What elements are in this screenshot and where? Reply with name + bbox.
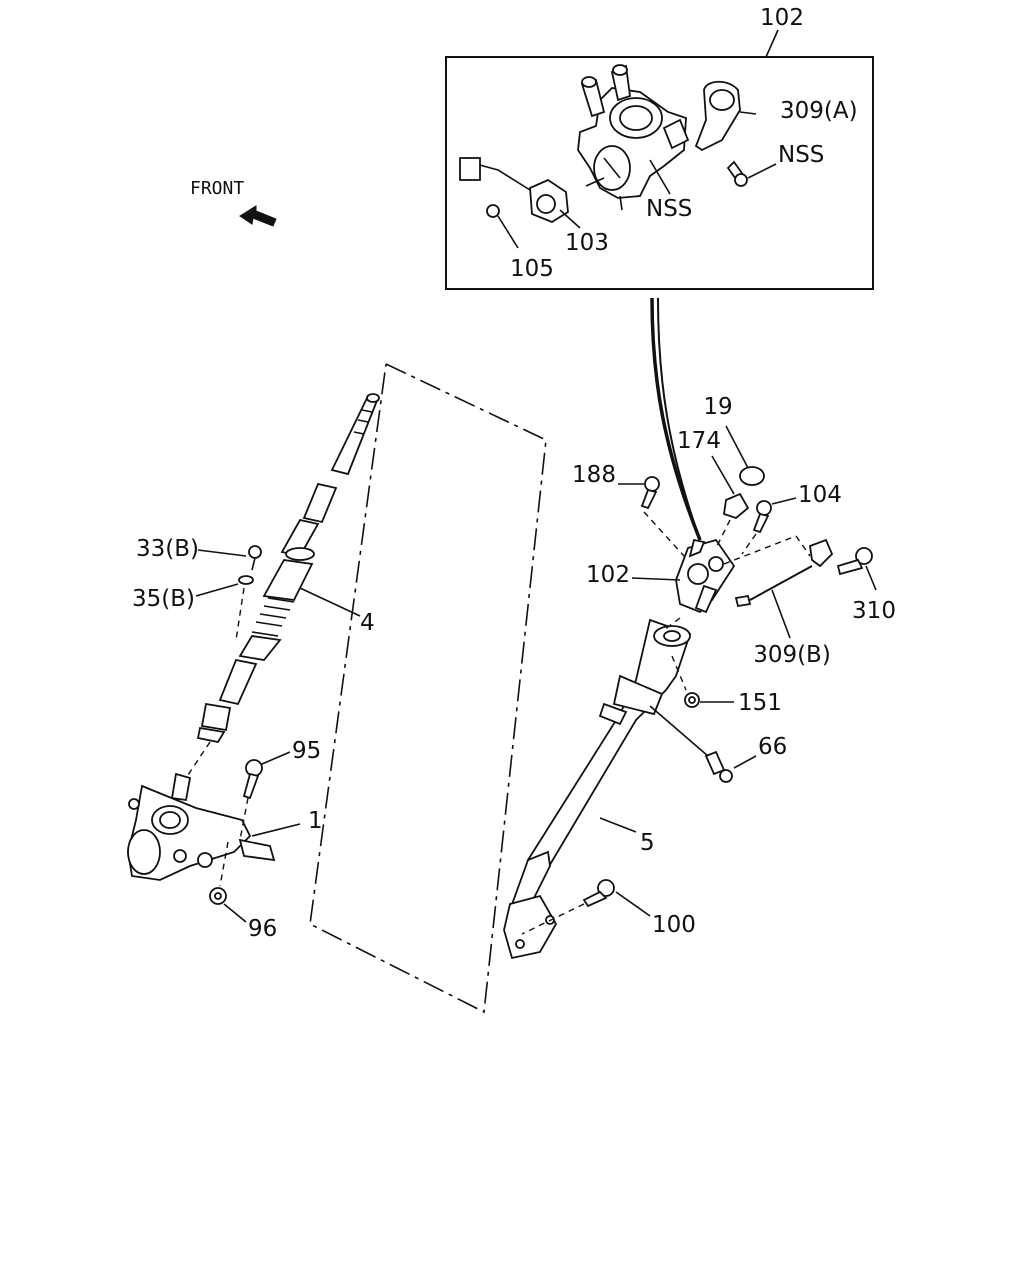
front-indicator: FRONT <box>190 178 277 227</box>
bolt-part-100 <box>521 879 651 935</box>
callout-104: 104 <box>798 482 842 508</box>
intermediate-shaft-part-4 <box>196 393 380 744</box>
nut-part-174 <box>711 455 750 549</box>
front-arrow-icon <box>239 205 277 227</box>
cable-part-309b <box>723 535 834 639</box>
lock-housing-part <box>577 64 690 211</box>
callout-35b: 35(B) <box>132 586 195 612</box>
screw-nss-part <box>726 160 777 187</box>
callout-310: 310 <box>852 598 896 624</box>
callout-309a: 309(A) <box>780 98 858 124</box>
callout-105: 105 <box>510 256 554 282</box>
pin-part-310 <box>836 547 877 591</box>
bracket-part-102 <box>631 538 736 631</box>
callout-188: 188 <box>572 462 616 488</box>
callout-309b: 309(B) <box>753 642 831 668</box>
bolt-part-66 <box>649 705 757 783</box>
nut-part-151 <box>671 655 734 708</box>
screw-part-105 <box>486 204 519 249</box>
connection-frame <box>309 363 547 1014</box>
washer-part-35b <box>195 575 254 641</box>
bolt-part-104 <box>741 497 797 555</box>
callout-33b: 33(B) <box>136 536 199 562</box>
gear-box-part-1 <box>127 741 301 881</box>
callout-19: 19 <box>703 394 732 420</box>
callout-103: 103 <box>565 230 609 256</box>
front-label: FRONT <box>190 178 244 199</box>
callout-96: 96 <box>248 916 277 942</box>
bolt-part-95 <box>239 751 291 841</box>
callout-66: 66 <box>758 734 787 760</box>
callout-102-bracket: 102 <box>586 562 630 588</box>
callout-1: 1 <box>308 808 323 834</box>
callout-100: 100 <box>652 912 696 938</box>
switch-part-103 <box>459 157 581 229</box>
callout-nss-screw: NSS <box>778 142 824 168</box>
callout-151: 151 <box>738 690 782 716</box>
bolt-part-33b <box>197 545 262 571</box>
callout-nss-housing: NSS <box>646 196 692 222</box>
nut-part-96 <box>209 841 247 923</box>
inset-pointer <box>650 297 702 541</box>
inset-ignition-detail: 102 309(A) NSS NSS 103 105 <box>445 5 874 290</box>
callout-102-top: 102 <box>760 5 804 31</box>
snap-ring-part-19 <box>725 425 765 486</box>
callout-5: 5 <box>640 830 655 856</box>
callout-95: 95 <box>292 738 321 764</box>
callout-174: 174 <box>677 428 721 454</box>
key-ring-part-309a <box>694 80 757 152</box>
steering-column-part-5 <box>503 618 692 960</box>
callout-4: 4 <box>360 610 375 636</box>
bolt-part-188 <box>618 476 685 557</box>
